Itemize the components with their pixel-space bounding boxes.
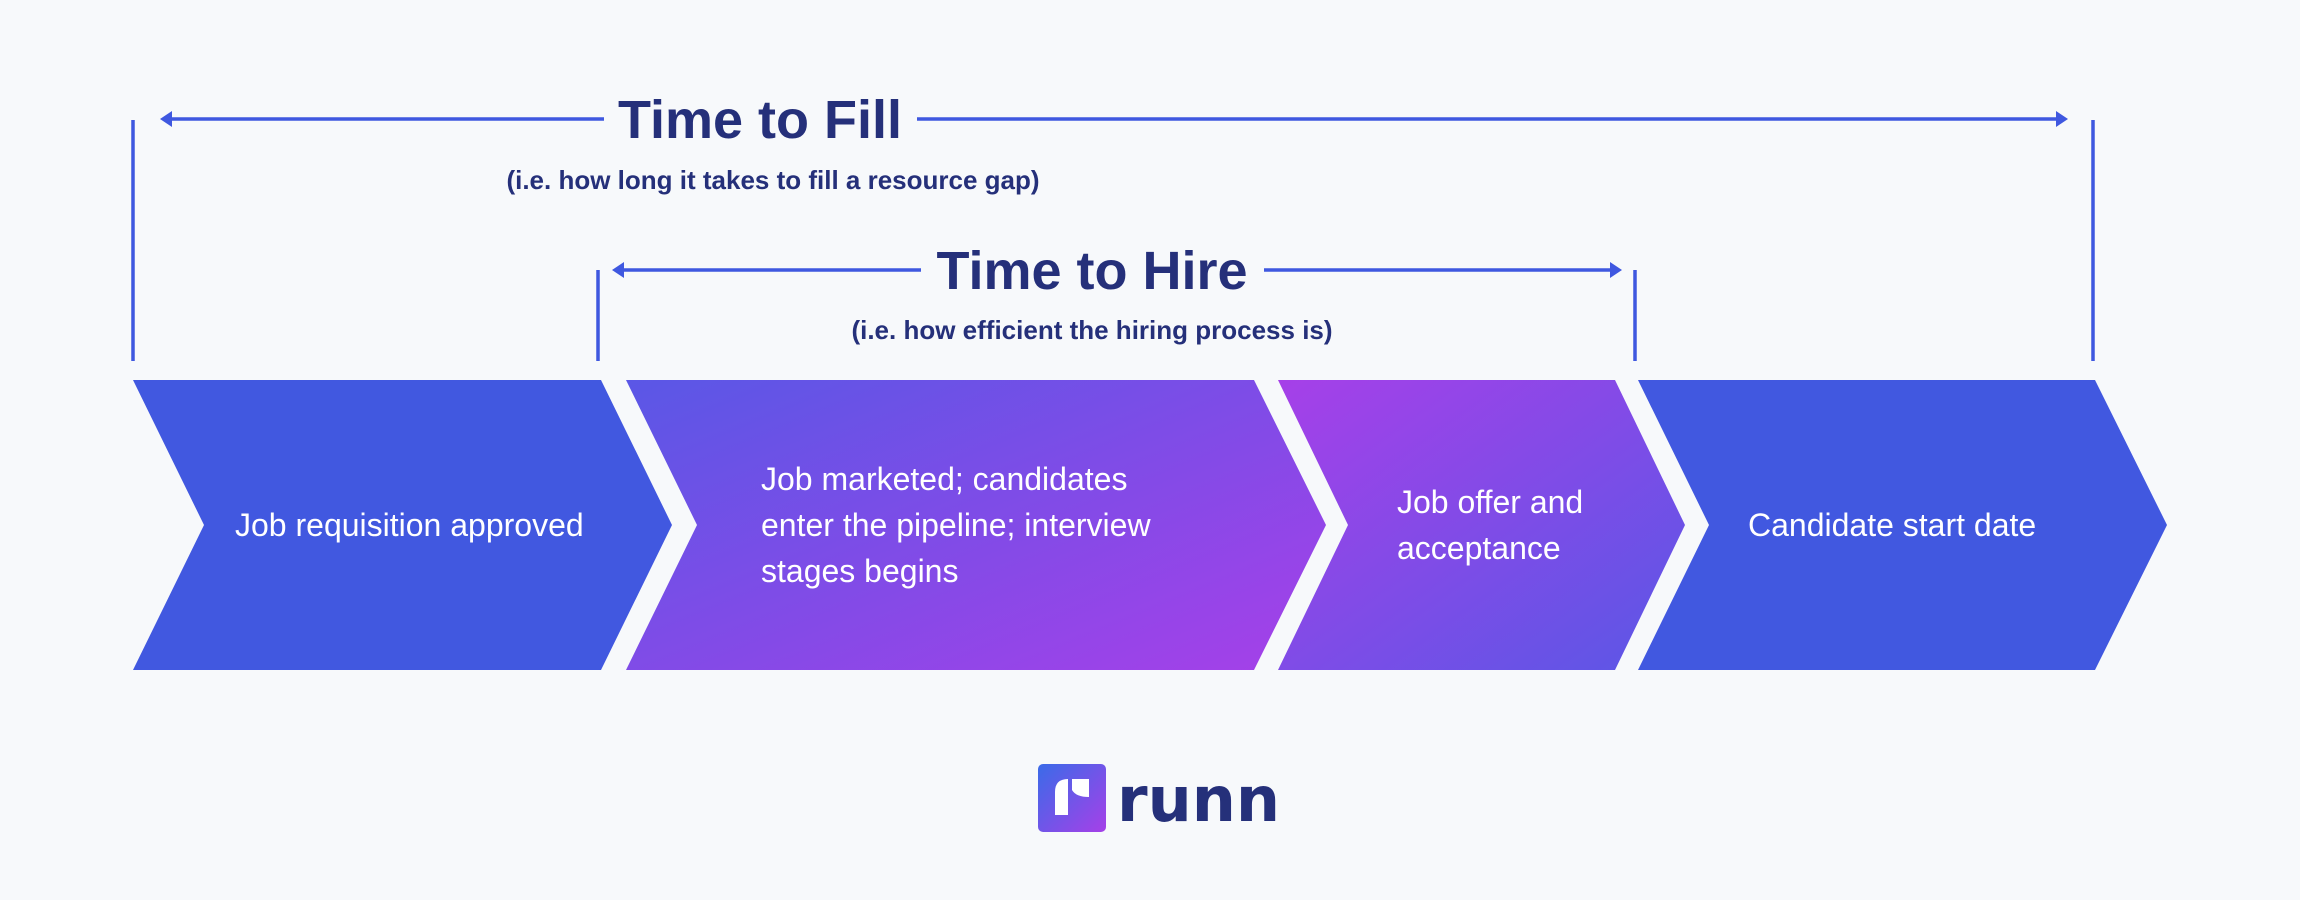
step-label-line: enter the pipeline; interview <box>761 507 1151 543</box>
time-to-fill-bracket: Time to Fill (i.e. how long it takes to … <box>131 90 2095 361</box>
arrow-right-icon <box>1610 262 1622 278</box>
time-to-hire-title: Time to Hire <box>936 241 1247 301</box>
step-4-chevron: Candidate start date <box>1638 380 2167 670</box>
step-label: Candidate start date <box>1748 507 2036 543</box>
time-to-fill-subtitle: (i.e. how long it takes to fill a resour… <box>506 165 1039 195</box>
time-to-hire-subtitle: (i.e. how efficient the hiring process i… <box>851 315 1332 345</box>
step-label-line: stages begins <box>761 553 958 589</box>
runn-logo-text: runn <box>1117 763 1280 836</box>
arrow-right-icon <box>2056 111 2068 127</box>
step-label: Job requisition approved <box>235 507 584 543</box>
arrow-left-icon <box>612 262 624 278</box>
step-label-line: acceptance <box>1397 530 1561 566</box>
step-1-chevron: Job requisition approved <box>133 380 672 670</box>
step-label-line: Job offer and <box>1397 484 1583 520</box>
step-3-chevron: Job offer and acceptance <box>1278 380 1685 670</box>
arrow-left-icon <box>160 111 172 127</box>
time-to-hire-bracket: Time to Hire (i.e. how efficient the hir… <box>596 241 1637 361</box>
time-to-fill-title: Time to Fill <box>618 90 902 150</box>
step-label-line: Job marketed; candidates <box>761 461 1127 497</box>
step-2-chevron: Job marketed; candidates enter the pipel… <box>626 380 1326 670</box>
runn-logo-icon <box>1038 764 1106 832</box>
runn-logo: runn <box>1038 763 1280 836</box>
